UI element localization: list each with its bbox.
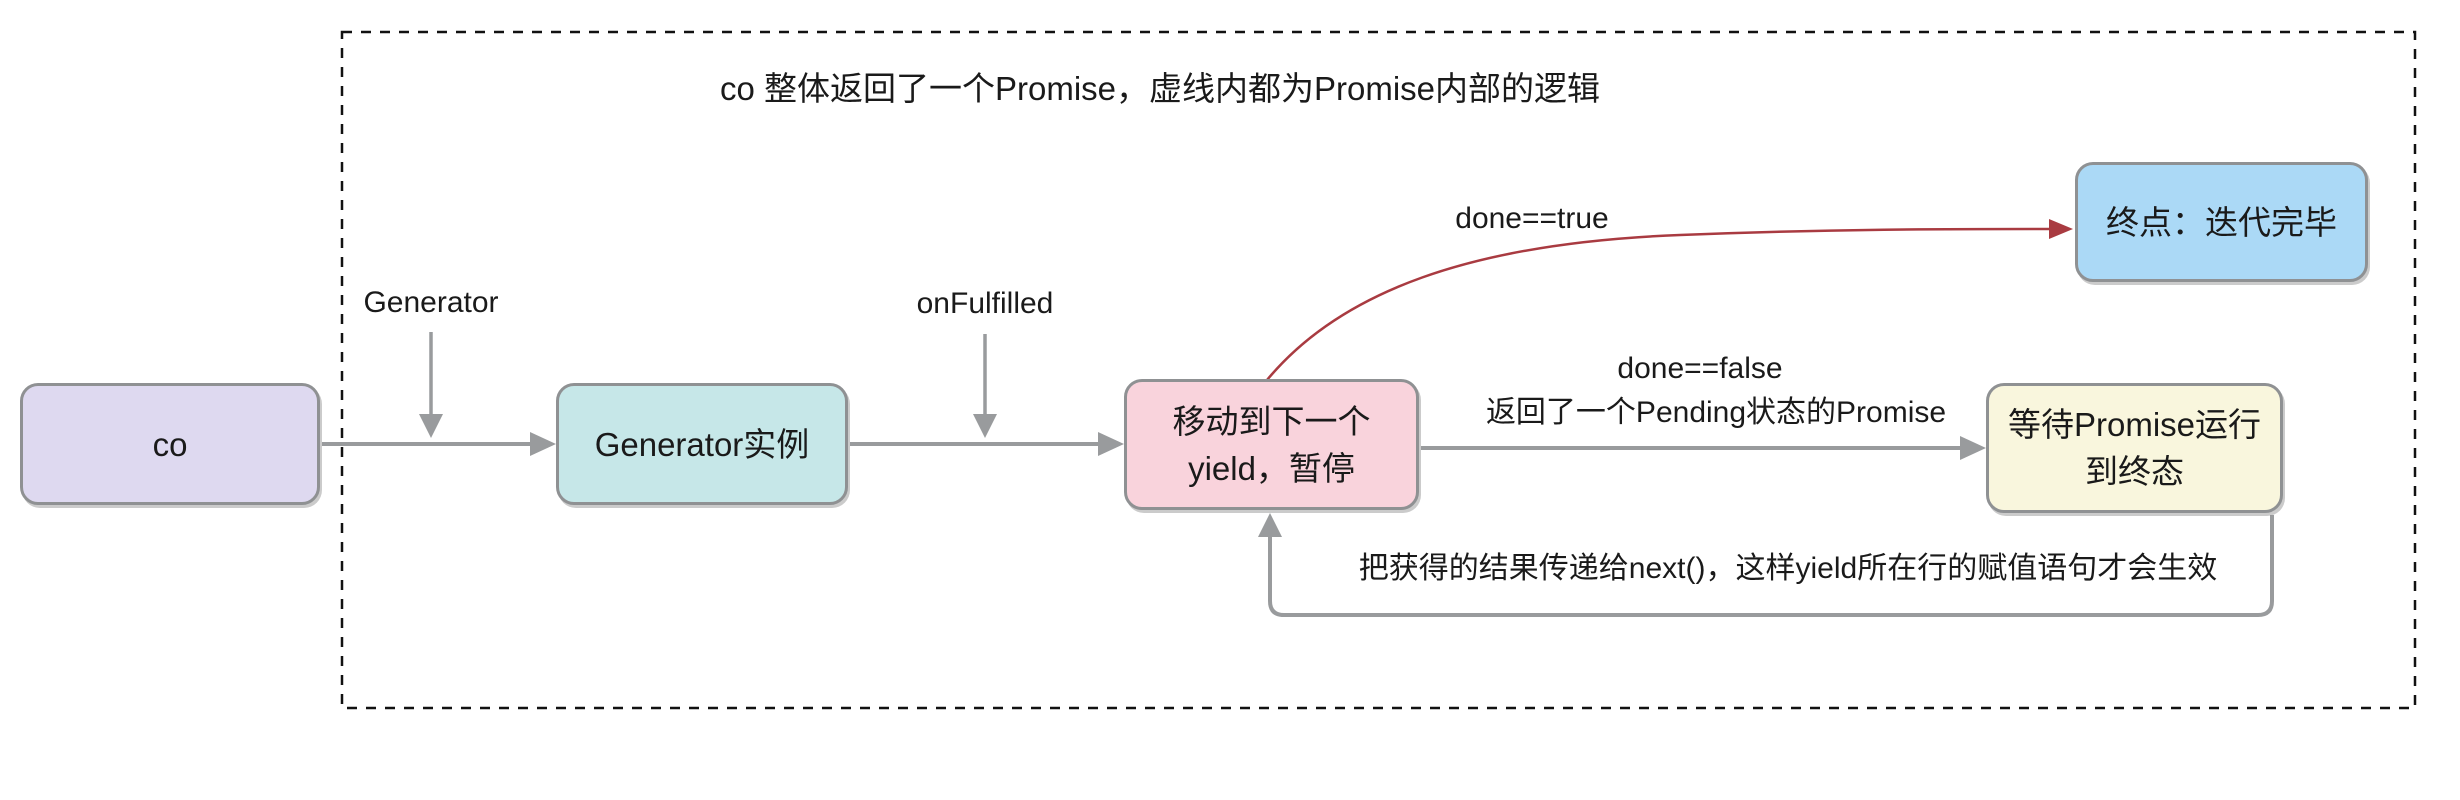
node-move-to-next-yield-line2: yield，暂停 [1188, 449, 1355, 487]
node-co-label: co [152, 425, 188, 463]
node-wait-promise-settle-line2: 到终态 [2085, 453, 2184, 490]
diagram-title: co 整体返回了一个Promise，虚线内都为Promise内部的逻辑 [719, 70, 1601, 107]
edge-label-done-false: done==false [1617, 352, 1783, 385]
arrowhead-feedback-loop [1258, 513, 1282, 537]
arrowhead-to-wait-promise [1960, 436, 1986, 460]
edge-label-onfulfilled: onFulfilled [916, 287, 1054, 320]
arrowhead-done-true [2049, 219, 2073, 239]
node-move-to-next-yield: 移动到下一个 yield，暂停 [1124, 379, 1419, 510]
arrowhead-to-generator-instance [530, 432, 556, 456]
arrowhead-to-move-yield [1098, 432, 1124, 456]
edge-label-done-true: done==true [1455, 202, 1609, 235]
node-move-to-next-yield-line1: 移动到下一个 [1172, 402, 1371, 440]
node-end-iteration-done: 终点：迭代完毕 [2075, 162, 2368, 282]
edge-label-pass-result-to-next: 把获得的结果传递给next()，这样yield所在行的赋值语句才会生效 [1358, 552, 2218, 585]
edge-label-pending-promise: 返回了一个Pending状态的Promise [1485, 396, 1947, 429]
arrowhead-generator-label-pointer [419, 414, 443, 438]
edge-label-generator: Generator [363, 286, 499, 319]
edge-done-true-to-end [1266, 227, 2052, 381]
node-co: co [20, 383, 320, 505]
node-generator-instance-label: Generator实例 [594, 425, 810, 463]
node-wait-promise-settle: 等待Promise运行 到终态 [1986, 383, 2283, 513]
arrowhead-onfulfilled-label-pointer [973, 414, 997, 438]
node-wait-promise-settle-line1: 等待Promise运行 [2007, 406, 2262, 443]
promise-boundary-dashed-border [340, 30, 2417, 710]
node-end-iteration-done-label: 终点：迭代完毕 [2106, 203, 2337, 241]
node-generator-instance: Generator实例 [556, 383, 848, 505]
edge-feedback-loop [1268, 515, 2274, 617]
